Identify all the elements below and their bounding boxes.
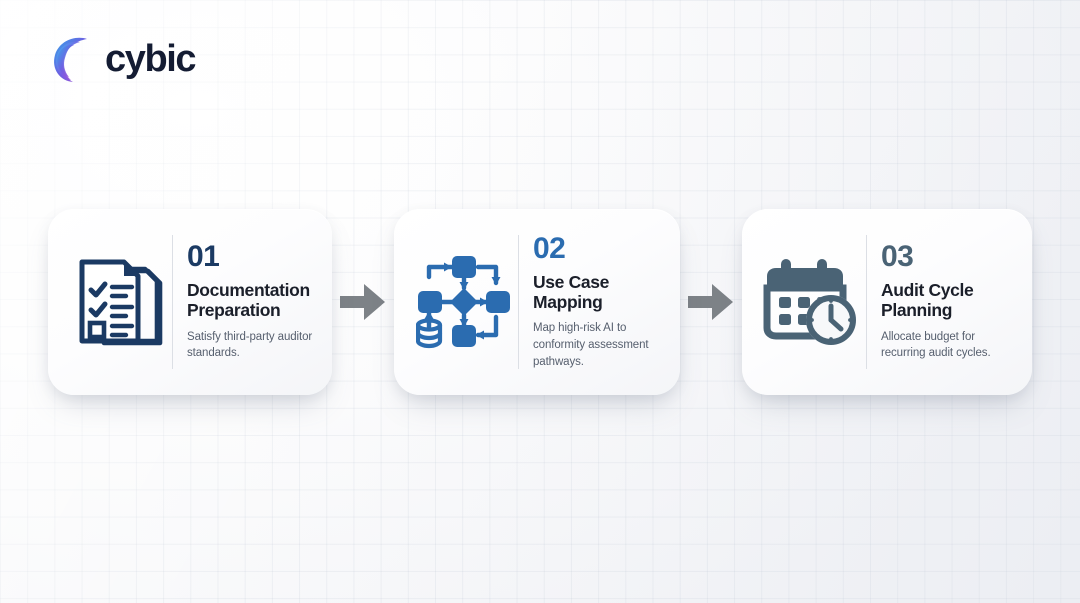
step-title: Use Case Mapping bbox=[533, 271, 610, 312]
connector-arrow-1 bbox=[332, 274, 394, 330]
arrow-right-icon bbox=[688, 284, 733, 320]
step-content: 03 Audit Cycle Planning Allocate budget … bbox=[881, 242, 1018, 362]
card-divider bbox=[518, 235, 519, 369]
calendar-clock-icon bbox=[763, 259, 856, 345]
step-description: Satisfy third-party auditor standards. bbox=[187, 330, 313, 360]
step-card-documentation-preparation[interactable]: 01 Documentation Preparation Satisfy thi… bbox=[48, 209, 332, 395]
card-divider bbox=[172, 235, 173, 369]
step-card-use-case-mapping[interactable]: 02 Use Case Mapping Map high-risk AI to … bbox=[394, 209, 680, 395]
steps-row: 01 Documentation Preparation Satisfy thi… bbox=[0, 207, 1080, 397]
step-icon-wrapper bbox=[66, 253, 170, 351]
brand-wordmark: cybic bbox=[105, 38, 197, 80]
step-number: 01 bbox=[187, 240, 220, 274]
step-content: 01 Documentation Preparation Satisfy thi… bbox=[187, 242, 318, 362]
stacked-documents-checklist-icon bbox=[79, 259, 163, 346]
step-title: Audit Cycle Planning bbox=[881, 280, 974, 321]
step-number: 03 bbox=[881, 240, 914, 274]
step-card-audit-cycle-planning[interactable]: 03 Audit Cycle Planning Allocate budget … bbox=[742, 209, 1032, 395]
step-icon-wrapper bbox=[412, 255, 516, 349]
step-number: 02 bbox=[533, 231, 566, 265]
cybic-crescent-logo-icon bbox=[54, 37, 87, 82]
step-description: Allocate budget for recurring audit cycl… bbox=[881, 330, 991, 360]
flowchart-nodes-icon bbox=[416, 256, 510, 349]
arrow-right-icon bbox=[340, 284, 385, 320]
step-icon-wrapper bbox=[760, 256, 864, 348]
card-divider bbox=[866, 235, 867, 369]
brand-logo: cybic bbox=[44, 33, 197, 85]
step-content: 02 Use Case Mapping Map high-risk AI to … bbox=[533, 231, 666, 371]
step-title: Documentation Preparation bbox=[187, 280, 310, 321]
step-description: Map high-risk AI to conformity assessmen… bbox=[533, 322, 649, 368]
connector-arrow-2 bbox=[680, 274, 742, 330]
